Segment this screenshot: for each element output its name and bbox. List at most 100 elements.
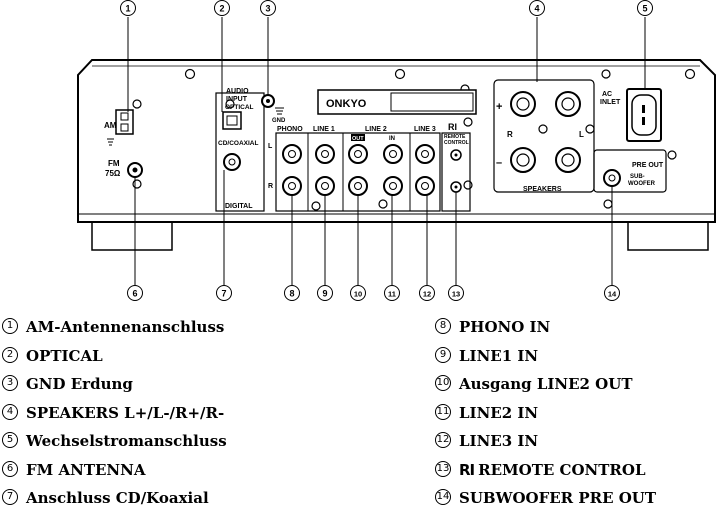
legend-number: 9 [435, 346, 451, 363]
foot-left [91, 221, 173, 251]
ri-logo: RI [448, 122, 457, 132]
callout-10: 10 [354, 290, 362, 299]
cd-coaxial-label: CD/COAXIAL [218, 140, 258, 147]
legend-number: 12 [435, 432, 451, 448]
optical-label: OPTICAL [225, 104, 254, 111]
audio-input-label: AUDIO [226, 88, 249, 95]
legend-number: 14 [435, 489, 451, 505]
callout-8: 8 [289, 289, 294, 299]
am-label: AM [104, 121, 117, 130]
callout-11: 11 [388, 290, 396, 299]
speaker-terminals: + – R L SPEAKERS [493, 79, 595, 193]
fm-ohm-label: 75Ω [105, 169, 121, 178]
inlet-label: INLET [600, 99, 621, 106]
callout-1: 1 [125, 4, 130, 14]
legend-text: PHONO IN [459, 318, 551, 336]
legend-number: 2 [2, 346, 18, 363]
callout-4: 4 [534, 4, 539, 14]
speaker-plus-label: + [496, 101, 502, 113]
legend-number: 10 [435, 375, 451, 391]
legend-item: 9 LINE1 IN [435, 342, 656, 371]
brand-logo: ONKYO [326, 98, 367, 110]
callout-9: 9 [322, 289, 327, 299]
sub-label: SUB- [630, 174, 645, 180]
legend-text: LINE1 IN [459, 346, 539, 365]
legend-number: 8 [435, 318, 451, 334]
pre-out-label: PRE OUT [632, 162, 664, 169]
remote-control-section: RI REMOTE CONTROL [441, 122, 471, 212]
speakers-label: SPEAKERS [523, 186, 562, 193]
callout-markers: 1 2 3 4 5 6 7 8 9 10 11 12 13 14 [120, 0, 653, 301]
foot-right [627, 221, 709, 251]
callout-12: 12 [423, 290, 431, 299]
legend-item: 4 SPEAKERS L+/L-/R+/R- [2, 399, 227, 428]
legend-text: FM ANTENNA [26, 460, 146, 479]
legend-item: 7 Anschluss CD/Koaxial [2, 484, 227, 513]
legend-item: 3 GND Erdung [2, 370, 227, 399]
leader-lines [127, 17, 646, 285]
legend-number: 13 [435, 460, 451, 477]
legend-item: 10 Ausgang LINE2 OUT [435, 370, 656, 399]
legend-item: 8 PHONO IN [435, 313, 656, 342]
legend-text: REMOTE CONTROL [478, 460, 646, 479]
digital-label: DIGITAL [225, 203, 253, 210]
ac-label: AC [602, 91, 612, 98]
legend-text: SPEAKERS L+/L-/R+/R- [26, 403, 225, 422]
callout-7: 7 [221, 289, 226, 299]
legend-item: 6 FM ANTENNA [2, 456, 227, 485]
line1-label: LINE 1 [313, 126, 335, 133]
am-antenna-terminal: AM [104, 109, 134, 146]
brand-plate: ONKYO [317, 89, 477, 115]
subwoofer-pre-out: PRE OUT SUB- WOOFER [593, 149, 667, 193]
legend-number: 3 [2, 375, 18, 391]
callout-6: 6 [132, 289, 137, 299]
in-label: IN [389, 136, 395, 142]
legend-text: Wechselstromanschluss [26, 432, 227, 450]
legend-number: 5 [2, 432, 18, 448]
fm-label: FM [108, 159, 120, 168]
callout-2: 2 [219, 4, 224, 14]
gnd-label: GND [272, 118, 286, 124]
analog-r-label: R [268, 183, 273, 190]
control-label: CONTROL [444, 140, 469, 146]
legend-text: Ausgang LINE2 OUT [459, 375, 633, 393]
legend-text: AM-Antennenanschluss [26, 318, 225, 336]
legend-number: 6 [2, 460, 18, 477]
legend-text: SUBWOOFER PRE OUT [459, 489, 657, 507]
legend-text: GND Erdung [26, 375, 133, 393]
callout-13: 13 [452, 290, 460, 299]
analog-l-label: L [268, 143, 273, 150]
line2-label: LINE 2 [365, 126, 387, 133]
chassis-outline [77, 59, 716, 223]
line3-label: LINE 3 [414, 126, 436, 133]
legend-number: 4 [2, 403, 18, 420]
ac-inlet: AC INLET [600, 88, 662, 142]
legend-text: LINE3 IN [459, 432, 539, 450]
rear-panel-diagram: AM FM 75Ω AUDIO INPUT OPTICAL CD/COAXIAL… [77, 0, 716, 301]
callout-3: 3 [265, 4, 270, 14]
legend-item: 12 LINE3 IN [435, 427, 656, 456]
woofer-label: WOOFER [628, 181, 656, 187]
legend-item: 5 Wechselstromanschluss [2, 427, 227, 456]
phono-label: PHONO [277, 126, 303, 133]
out-label: OUT [352, 136, 364, 142]
digital-input-section: AUDIO INPUT OPTICAL CD/COAXIAL DIGITAL [215, 88, 265, 212]
speaker-r-label: R [507, 130, 513, 139]
callout-14: 14 [608, 290, 617, 299]
legend-item: 1 AM-Antennenanschluss [2, 313, 227, 342]
legend-number: 7 [2, 489, 18, 505]
remote-label: REMOTE [444, 134, 466, 140]
legend-item: 14 SUBWOOFER PRE OUT [435, 484, 656, 513]
legend-number: 1 [2, 318, 18, 334]
speaker-minus-label: – [496, 157, 502, 169]
input-label: INPUT [226, 96, 248, 103]
callout-5: 5 [642, 4, 647, 14]
legend-text: LINE2 IN [459, 403, 539, 422]
legend-text: Anschluss CD/Koaxial [26, 489, 209, 507]
